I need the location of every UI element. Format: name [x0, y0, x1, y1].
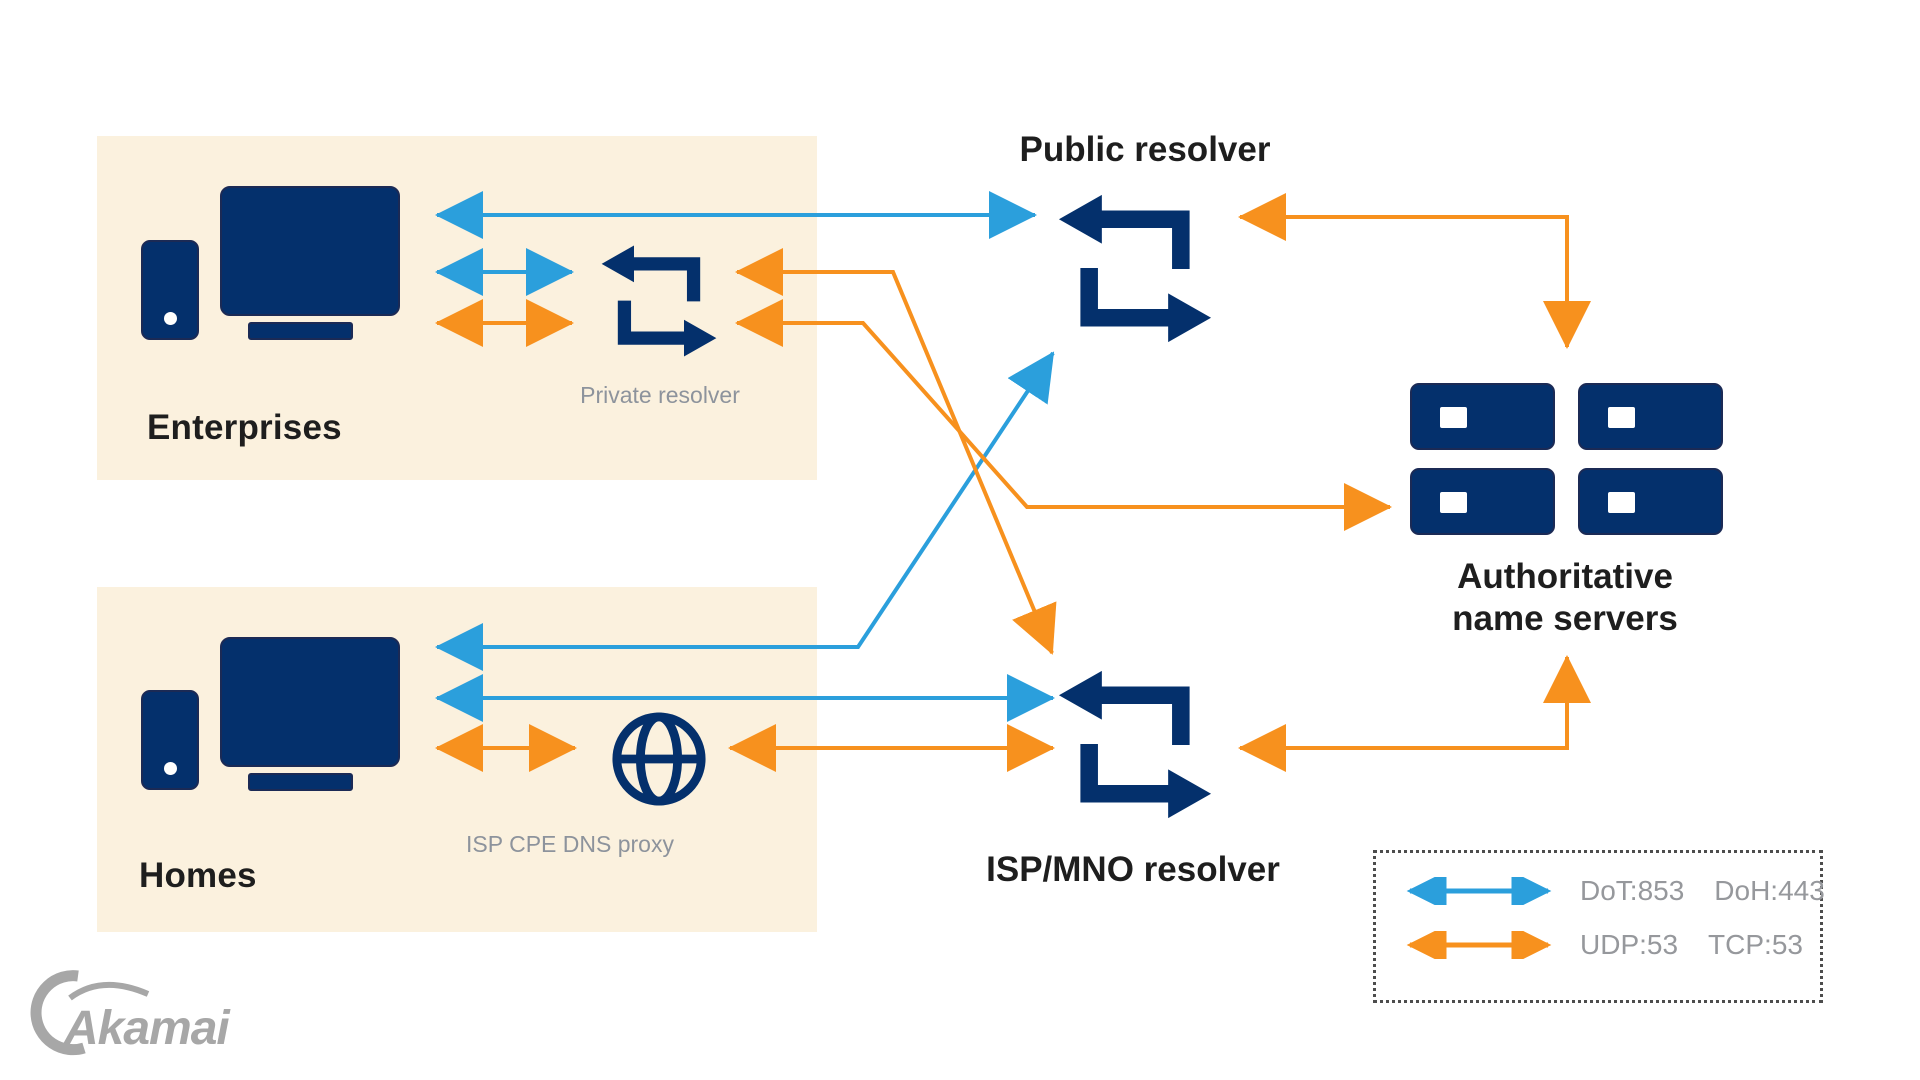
private-resolver-to-isp-mno-resolver-udp-tcp: [735, 248, 1057, 655]
private-resolver-label: Private resolver: [580, 382, 740, 408]
isp-mno-resolver-icon: [1058, 670, 1212, 819]
public-resolver-icon: [1058, 194, 1212, 343]
logo-wordmark: Akamai: [63, 1002, 231, 1055]
authoritative-title-line2: name servers: [1452, 599, 1678, 638]
smartphone-icon: [141, 690, 199, 790]
isp-mno-resolver-title: ISP/MNO resolver: [986, 850, 1280, 889]
legend-plain-dns-labels: UDP:53 TCP:53: [1580, 929, 1803, 961]
isp-mno-resolver-to-authoritative-udp-tcp: [1238, 655, 1591, 772]
authoritative-title-line1: Authoritative: [1457, 557, 1673, 596]
private-resolver-icon: [601, 245, 717, 357]
phone-home-button: [164, 312, 177, 325]
monitor-stand: [248, 773, 353, 791]
server-led: [1608, 407, 1635, 428]
public-resolver-title: Public resolver: [1019, 130, 1271, 169]
authoritative-name-servers-title: Authoritative name servers: [1390, 556, 1740, 640]
homes-label: Homes: [139, 856, 257, 895]
akamai-logo: Akamai: [30, 970, 232, 1056]
desktop-monitor-icon: [220, 637, 400, 767]
desktop-monitor-icon: [220, 186, 400, 316]
server-led: [1608, 492, 1635, 513]
legend-plain-dns-arrow-icon: [1406, 931, 1552, 959]
server-unit: [1578, 383, 1723, 450]
isp-cpe-dns-proxy-label: ISP CPE DNS proxy: [466, 831, 674, 857]
server-led: [1440, 407, 1467, 428]
smartphone-icon: [141, 240, 199, 340]
legend-doh-port: DoH:443: [1714, 875, 1825, 906]
enterprises-label: Enterprises: [147, 408, 342, 447]
legend-tcp-port: TCP:53: [1708, 929, 1803, 960]
legend-box: DoT:853 DoH:443 UDP:53 TCP:53: [1373, 850, 1825, 1003]
globe-icon: [612, 712, 706, 806]
logo-swoosh-icon: [68, 982, 150, 1001]
server-unit: [1578, 468, 1723, 535]
legend-dot-port: DoT:853: [1580, 875, 1685, 906]
server-stack-icon: [1410, 383, 1723, 535]
private-resolver-to-authoritative-udp-tcp: [735, 299, 1392, 531]
public-resolver-to-authoritative-udp-tcp: [1238, 193, 1591, 349]
server-unit: [1410, 383, 1555, 450]
logo-crescent-icon: [30, 970, 86, 1056]
server-led: [1440, 492, 1467, 513]
phone-home-button: [164, 762, 177, 775]
legend-encrypted-arrow-icon: [1406, 877, 1552, 905]
legend-udp-port: UDP:53: [1580, 929, 1679, 960]
monitor-stand: [248, 322, 353, 340]
server-unit: [1410, 468, 1555, 535]
legend-encrypted-labels: DoT:853 DoH:443: [1580, 875, 1825, 907]
